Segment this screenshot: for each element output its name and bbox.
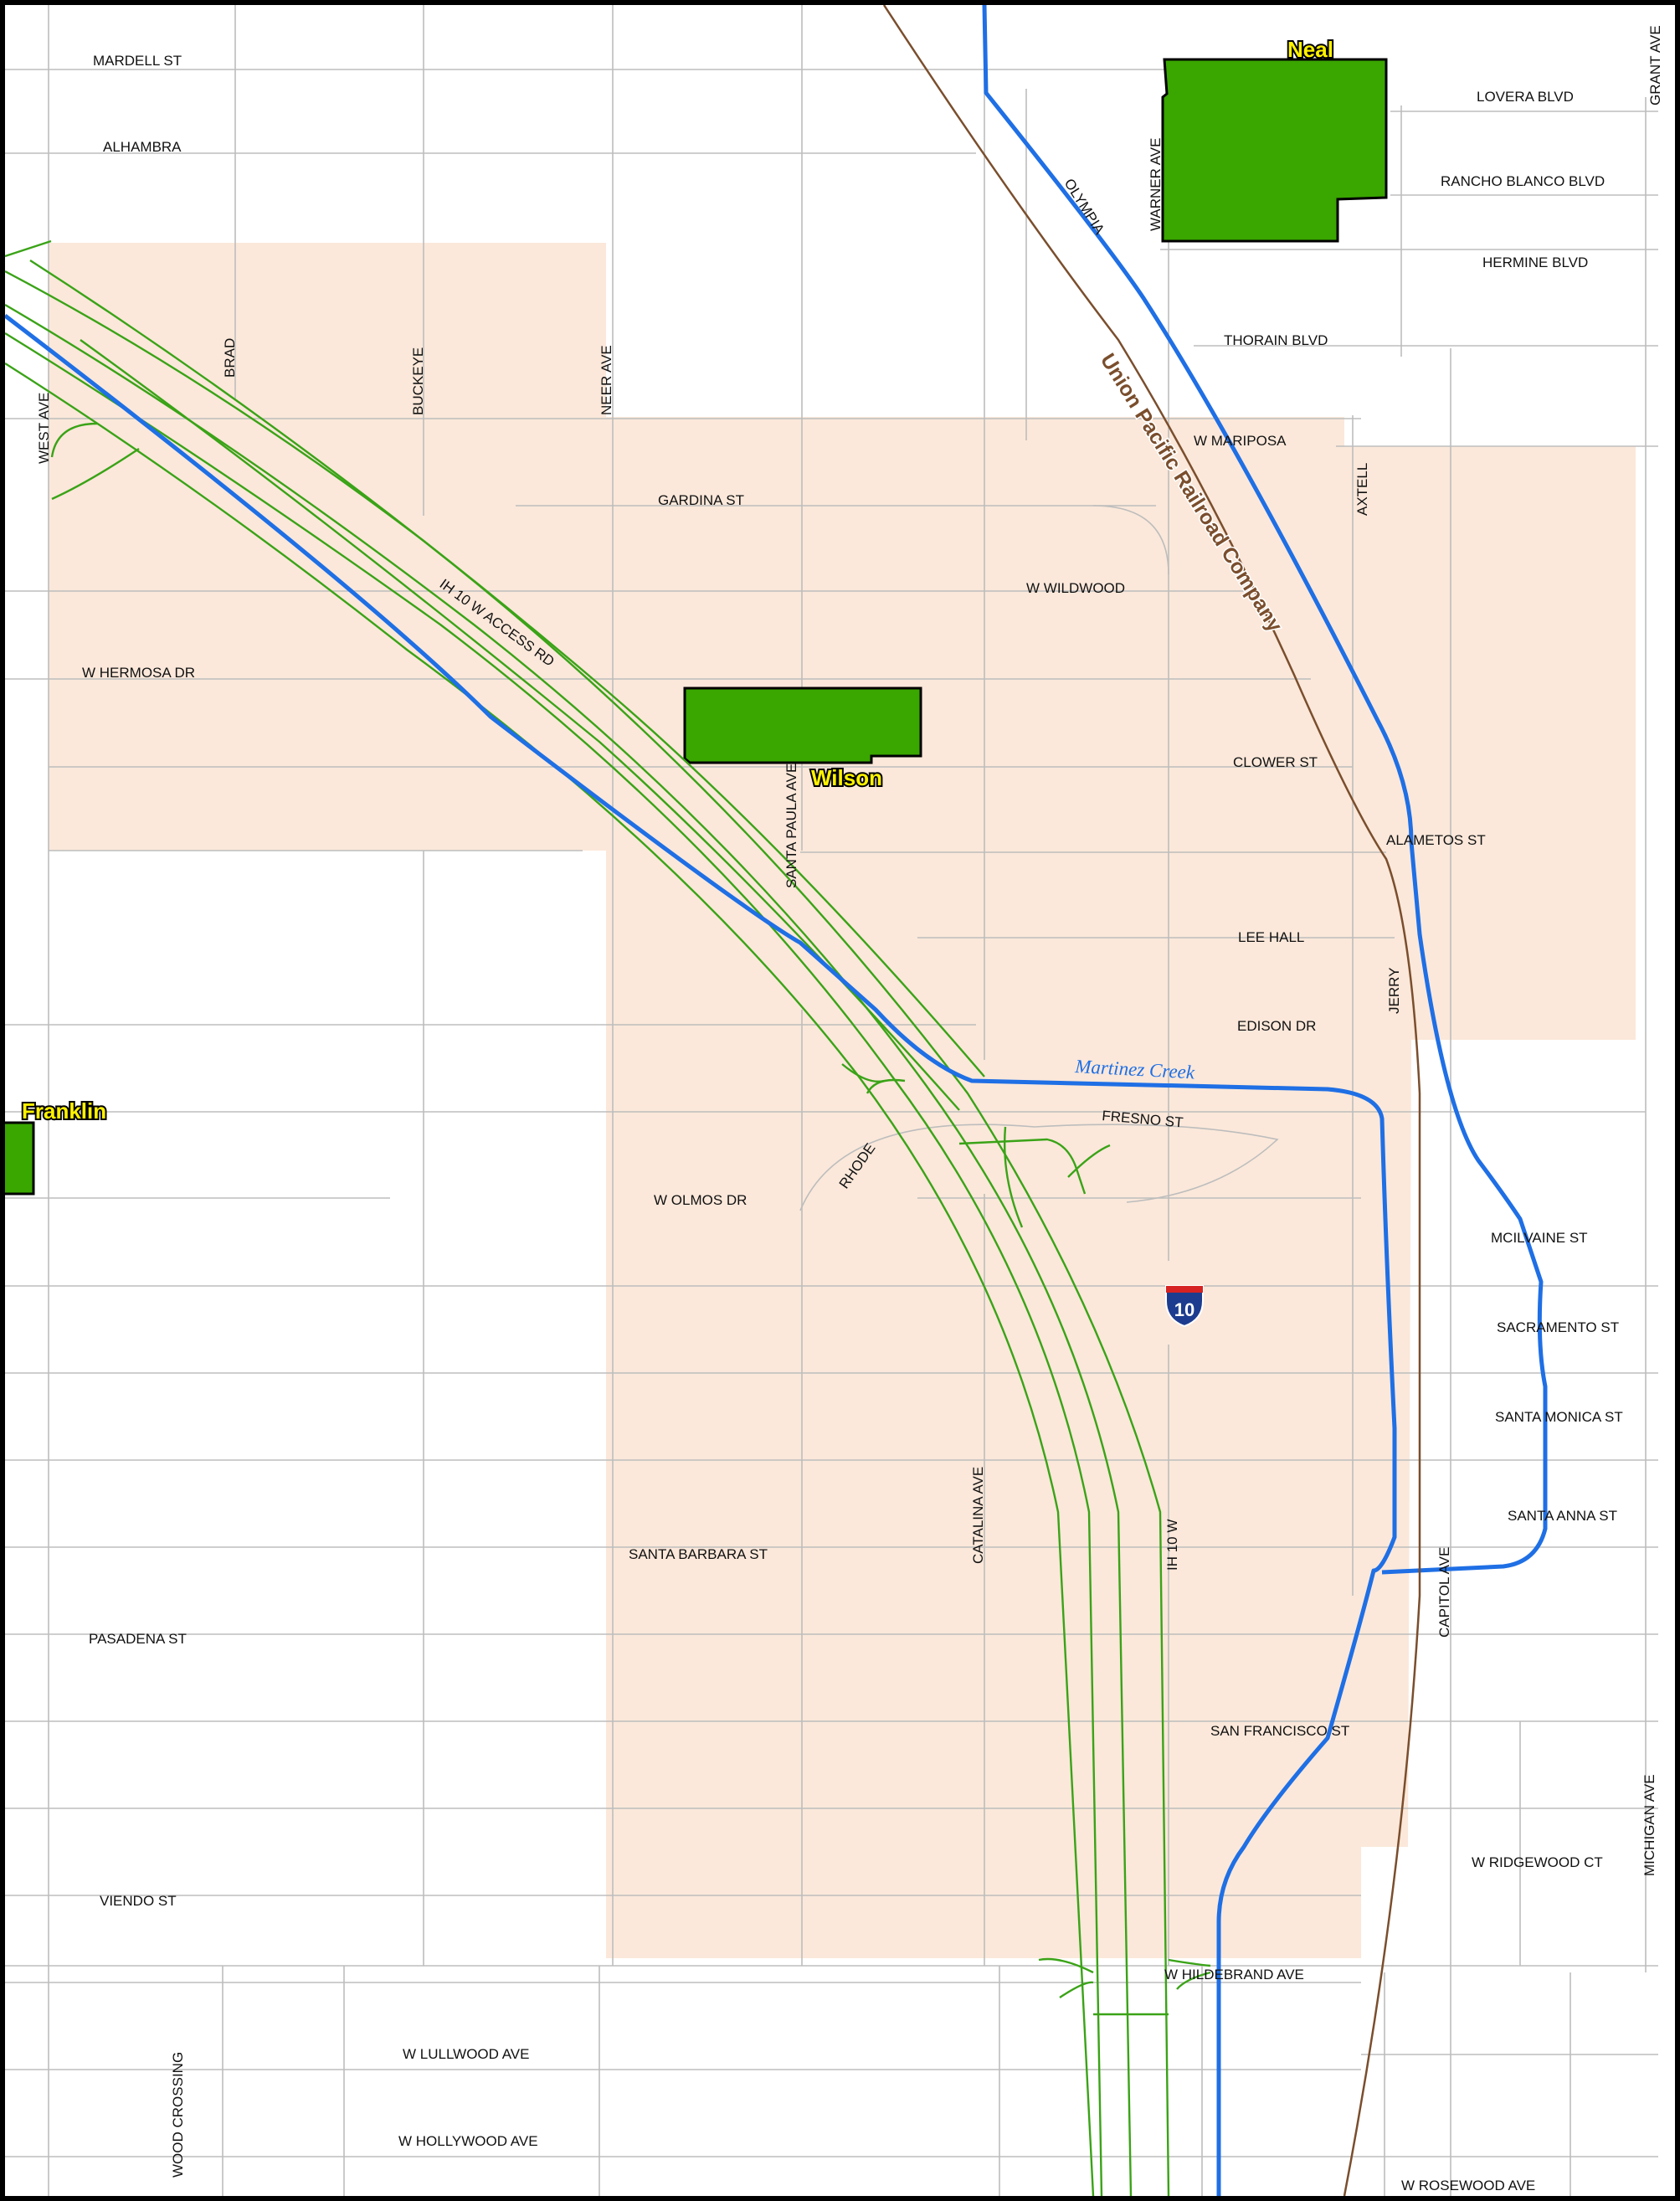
street-label: ALAMETOS ST: [1386, 832, 1486, 848]
street-label: ALHAMBRA: [103, 139, 182, 155]
street-label: EDISON DR: [1237, 1018, 1316, 1034]
wilson-school-area[interactable]: [683, 687, 922, 764]
wilson-school-label[interactable]: Wilson: [809, 764, 884, 792]
street-label: W HOLLYWOOD AVE: [398, 2133, 538, 2149]
street-label: WARNER AVE: [1148, 138, 1164, 231]
street-label: CAPITOL AVE: [1436, 1547, 1452, 1638]
interstate-10-lanes: [5, 239, 1211, 2196]
street-label: SANTA MONICA ST: [1495, 1409, 1623, 1425]
street-label: WOOD CROSSING: [170, 2052, 186, 2178]
street-label: NEER AVE: [599, 345, 614, 415]
street-label: W ROSEWOOD AVE: [1401, 2178, 1535, 2193]
street-label: LOVERA BLVD: [1477, 89, 1574, 105]
interstate-shield-icon: 10: [1165, 1285, 1204, 1328]
shield-number: 10: [1174, 1299, 1194, 1320]
street-label: AXTELL: [1354, 463, 1370, 516]
street-label: VIENDO ST: [100, 1893, 177, 1909]
street-label: MCILVAINE ST: [1491, 1230, 1588, 1246]
street-label: BRAD: [222, 338, 238, 378]
street-label: SANTA PAULA AVE: [783, 764, 799, 888]
street-label: W HERMOSA DR: [82, 665, 195, 681]
martinez-creek: [5, 314, 1397, 2196]
street-label: W OLMOS DR: [654, 1192, 747, 1208]
street-label: CLOWER ST: [1233, 754, 1318, 770]
street-label: W MARIPOSA: [1194, 433, 1287, 449]
street-label: W HILDEBRAND AVE: [1164, 1967, 1304, 1982]
creek-branch: [982, 5, 1548, 1575]
street-label: GARDINA ST: [658, 492, 744, 508]
street-label: PASADENA ST: [89, 1631, 187, 1647]
franklin-school-label[interactable]: Franklin: [20, 1097, 108, 1125]
street-label: GRANT AVE: [1647, 25, 1663, 105]
street-label: W RIDGEWOOD CT: [1472, 1854, 1603, 1870]
street-label: MICHIGAN AVE: [1641, 1774, 1657, 1876]
street-label: SANTA ANNA ST: [1508, 1508, 1617, 1524]
street-label: SAN FRANCISCO ST: [1210, 1723, 1349, 1739]
union-pacific-railroad: [882, 5, 1421, 2196]
franklin-school-area[interactable]: [5, 1121, 35, 1196]
street-label: SANTA BARBARA ST: [629, 1546, 768, 1562]
street-labels: MARDELL ST ALHAMBRA LOVERA BLVD GRANT AV…: [36, 25, 1663, 2193]
street-label: W LULLWOOD AVE: [403, 2046, 529, 2062]
street-label: RANCHO BLANCO BLVD: [1441, 173, 1605, 189]
street-label: HERMINE BLVD: [1482, 255, 1588, 270]
attendance-zone: [49, 243, 1636, 1958]
school-zone-map[interactable]: 10 Neal Wilson Franklin Union Pacific Ra…: [5, 5, 1675, 2196]
street-label: MARDELL ST: [93, 53, 182, 69]
neal-school-label[interactable]: Neal: [1286, 35, 1335, 64]
street-label: IH 10 W: [1164, 1520, 1180, 1571]
street-label: OLYMPIA: [1061, 176, 1108, 238]
street-label: THORAIN BLVD: [1224, 332, 1328, 348]
neal-school-area[interactable]: [1161, 58, 1388, 243]
street-label: CATALINA AVE: [970, 1467, 986, 1564]
street-label: BUCKEYE: [410, 347, 426, 415]
street-label: LEE HALL: [1238, 929, 1304, 945]
street-label: JERRY: [1386, 968, 1402, 1014]
street-label: W WILDWOOD: [1026, 580, 1125, 596]
street-label: WEST AVE: [36, 393, 52, 464]
street-label: SACRAMENTO ST: [1497, 1319, 1619, 1335]
